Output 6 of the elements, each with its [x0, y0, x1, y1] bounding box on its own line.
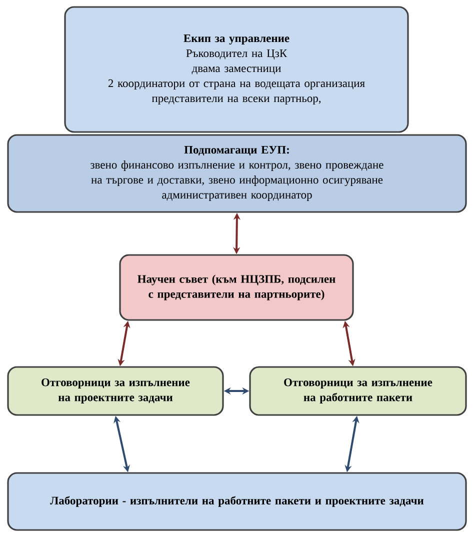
support-box: Подпомагащи ЕУП: звено финансово изпълнение и контрол, звено провеждане на търгове и доставки, звено информационно осигуряване административен координатор [7, 134, 467, 213]
task-leads-box: Отговорници за изпълнение на проектните задачи [7, 366, 224, 416]
team-box: Екип за управление Ръководител на ЦзК двама заместници 2 координатори от страна на водещата организация представители на всеки партньор, [64, 6, 409, 133]
labs-box: Лаборатории - изпълнители на работните пакети и проектните задачи [7, 472, 467, 531]
package-leads-box: Отговорници за изпълнение на работните пакети [249, 366, 467, 416]
council-box: Научен съвет (към НЦЗПБ, подсилен с представители на партньорите) [119, 254, 354, 321]
